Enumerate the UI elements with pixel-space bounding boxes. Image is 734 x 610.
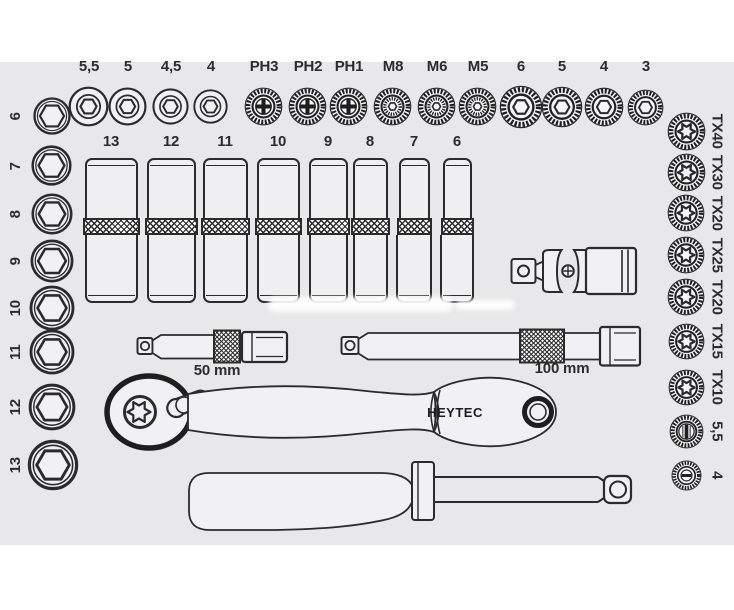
- deep-socket: [440, 158, 474, 303]
- slotted-bit-icon: [669, 414, 704, 449]
- hex-socket-icon: [151, 87, 190, 126]
- spline-bit-icon: [373, 87, 412, 126]
- hex-bit-icon: [627, 89, 664, 126]
- socket-size-label: 11: [6, 344, 24, 360]
- socket-size-label: 12: [6, 399, 24, 416]
- torx-bit-icon: [668, 369, 705, 406]
- deep-socket-size-label: 12: [162, 133, 180, 150]
- socket-size-label: 9: [6, 257, 24, 266]
- torx-size-label: TX20: [708, 279, 726, 315]
- hex-bit-icon: [584, 87, 624, 127]
- hex-socket-icon: [30, 192, 74, 236]
- hex-socket-icon: [107, 86, 148, 127]
- hex-socket-icon: [28, 328, 76, 376]
- watermark-smudge: [455, 300, 515, 310]
- socket-size-label: 5: [123, 58, 133, 75]
- torx-bit-icon: [668, 323, 705, 360]
- deep-socket: [201, 158, 250, 303]
- deep-socket-size-label: 6: [452, 133, 462, 150]
- deep-socket: [351, 158, 390, 303]
- phillips-bit-icon: [288, 87, 327, 126]
- torx-size-label: TX20: [708, 195, 726, 231]
- phillips-bit-icon: [244, 87, 283, 126]
- phillips-bit-icon: [329, 87, 368, 126]
- bit-size-label: PH3: [249, 58, 279, 75]
- bit-size-label: M8: [382, 58, 404, 75]
- socket-size-label: 4,5: [160, 58, 182, 75]
- torx-bit-icon: [667, 153, 706, 192]
- hex-socket-icon: [28, 284, 76, 332]
- bit-size-label: 4: [599, 58, 609, 75]
- torx-bit-icon: [667, 278, 705, 316]
- bit-size-label: M5: [467, 58, 489, 75]
- torx-bit-icon: [667, 112, 706, 151]
- socket-size-label: 10: [6, 300, 24, 317]
- hex-bit-icon: [541, 86, 583, 128]
- deep-socket: [145, 158, 198, 303]
- socket-size-label: 7: [6, 162, 24, 171]
- hex-socket-icon: [192, 88, 229, 125]
- deep-socket: [396, 158, 432, 303]
- torx-size-label: TX10: [708, 369, 726, 405]
- deep-socket-size-label: 11: [217, 133, 233, 150]
- slot-size-label: 4: [708, 471, 726, 480]
- universal-joint: [510, 246, 638, 296]
- brand-logo-text: HEYTEC: [427, 405, 483, 420]
- spline-bit-icon: [417, 87, 456, 126]
- torx-size-label: TX15: [708, 323, 726, 359]
- torx-size-label: TX40: [708, 113, 726, 149]
- torx-size-label: TX25: [708, 237, 726, 273]
- socket-size-label: 4: [206, 58, 216, 75]
- socket-size-label: 6: [6, 112, 24, 121]
- slot-size-label: 5,5: [708, 421, 726, 442]
- deep-socket: [83, 158, 140, 303]
- bit-size-label: PH1: [334, 58, 364, 75]
- ratchet-handle: HEYTEC: [104, 373, 557, 451]
- bit-size-label: 3: [641, 58, 651, 75]
- hex-socket-icon: [32, 96, 72, 136]
- socket-size-label: 13: [6, 457, 24, 474]
- deep-socket: [307, 158, 350, 303]
- hex-socket-icon: [30, 144, 73, 187]
- torx-size-label: TX30: [708, 154, 726, 190]
- extension-bar-100mm: [340, 325, 642, 367]
- deep-socket-size-label: 8: [365, 133, 375, 150]
- hex-socket-icon: [67, 85, 110, 128]
- extension-bar-50mm: [136, 329, 289, 364]
- torx-bit-icon: [667, 236, 705, 274]
- deep-socket: [255, 158, 302, 303]
- spline-bit-icon: [458, 87, 497, 126]
- hex-bit-icon: [499, 85, 543, 129]
- extension-length-label: 100 mm: [534, 360, 590, 377]
- spinner-handle: [188, 461, 633, 531]
- bit-size-label: M6: [426, 58, 448, 75]
- bit-size-label: 5: [557, 58, 567, 75]
- deep-socket-size-label: 13: [102, 133, 120, 150]
- deep-socket-size-label: 10: [269, 133, 287, 150]
- bit-size-label: 6: [516, 58, 526, 75]
- bit-size-label: PH2: [293, 58, 323, 75]
- watermark-smudge: [268, 297, 453, 312]
- torx-bit-icon: [667, 194, 705, 232]
- deep-socket-size-label: 7: [409, 133, 419, 150]
- socket-size-label: 8: [6, 210, 24, 219]
- hex-socket-icon: [29, 238, 75, 284]
- socket-size-label: 5,5: [78, 58, 100, 75]
- hex-socket-icon: [26, 438, 80, 492]
- slotted-bit-icon: [671, 460, 702, 491]
- deep-socket-size-label: 9: [323, 133, 333, 150]
- extension-length-label: 50 mm: [193, 362, 241, 379]
- hex-socket-icon: [27, 382, 77, 432]
